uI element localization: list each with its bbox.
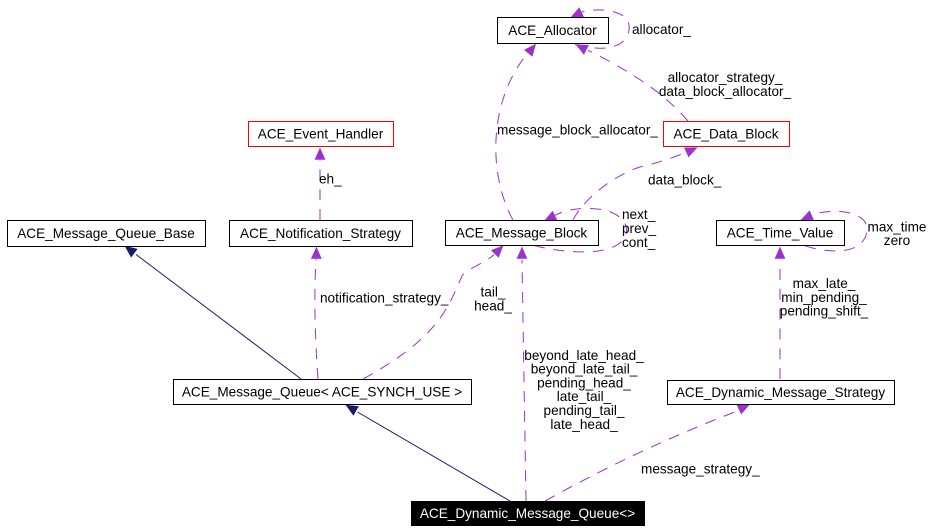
svg-text:pending_head_: pending_head_ xyxy=(537,375,631,390)
svg-text:pending_tail_: pending_tail_ xyxy=(544,403,625,418)
svg-text:max_time: max_time xyxy=(868,219,927,234)
svg-text:data_block_: data_block_ xyxy=(648,173,722,188)
svg-text:late_tail_: late_tail_ xyxy=(557,389,612,404)
svg-text:ACE_Notification_Strategy: ACE_Notification_Strategy xyxy=(240,226,401,241)
svg-text:message_strategy_: message_strategy_ xyxy=(641,462,760,477)
svg-text:next_: next_ xyxy=(622,207,656,222)
svg-text:ACE_Time_Value: ACE_Time_Value xyxy=(727,225,834,240)
svg-text:pending_shift_: pending_shift_ xyxy=(780,304,869,319)
svg-text:head_: head_ xyxy=(474,298,512,313)
svg-text:cont_: cont_ xyxy=(622,235,656,250)
svg-text:eh_: eh_ xyxy=(319,172,342,187)
svg-text:max_late_: max_late_ xyxy=(793,276,856,291)
svg-text:data_block_allocator_: data_block_allocator_ xyxy=(659,84,792,99)
svg-text:tail_: tail_ xyxy=(481,285,506,300)
svg-text:ACE_Message_Queue_Base: ACE_Message_Queue_Base xyxy=(17,226,195,241)
svg-text:ACE_Event_Handler: ACE_Event_Handler xyxy=(258,126,384,141)
svg-text:ACE_Allocator: ACE_Allocator xyxy=(508,23,597,38)
svg-text:beyond_late_tail_: beyond_late_tail_ xyxy=(531,362,638,377)
svg-text:zero: zero xyxy=(884,233,910,248)
svg-text:prev_: prev_ xyxy=(622,221,656,236)
svg-text:allocator_strategy_: allocator_strategy_ xyxy=(668,70,783,85)
svg-text:beyond_late_head_: beyond_late_head_ xyxy=(524,348,644,363)
svg-text:ACE_Data_Block: ACE_Data_Block xyxy=(673,126,778,141)
svg-text:ACE_Dynamic_Message_Queue<>: ACE_Dynamic_Message_Queue<> xyxy=(420,506,635,521)
svg-text:allocator_: allocator_ xyxy=(632,22,691,37)
svg-text:ACE_Message_Block: ACE_Message_Block xyxy=(456,225,588,240)
svg-text:ACE_Dynamic_Message_Strategy: ACE_Dynamic_Message_Strategy xyxy=(676,385,885,400)
svg-text:ACE_Message_Queue< ACE_SYNCH_U: ACE_Message_Queue< ACE_SYNCH_USE > xyxy=(182,384,462,399)
svg-text:notification_strategy_: notification_strategy_ xyxy=(320,291,449,306)
svg-text:message_block_allocator_: message_block_allocator_ xyxy=(497,123,658,138)
svg-text:min_pending_: min_pending_ xyxy=(781,290,867,305)
svg-text:late_head_: late_head_ xyxy=(550,417,618,432)
